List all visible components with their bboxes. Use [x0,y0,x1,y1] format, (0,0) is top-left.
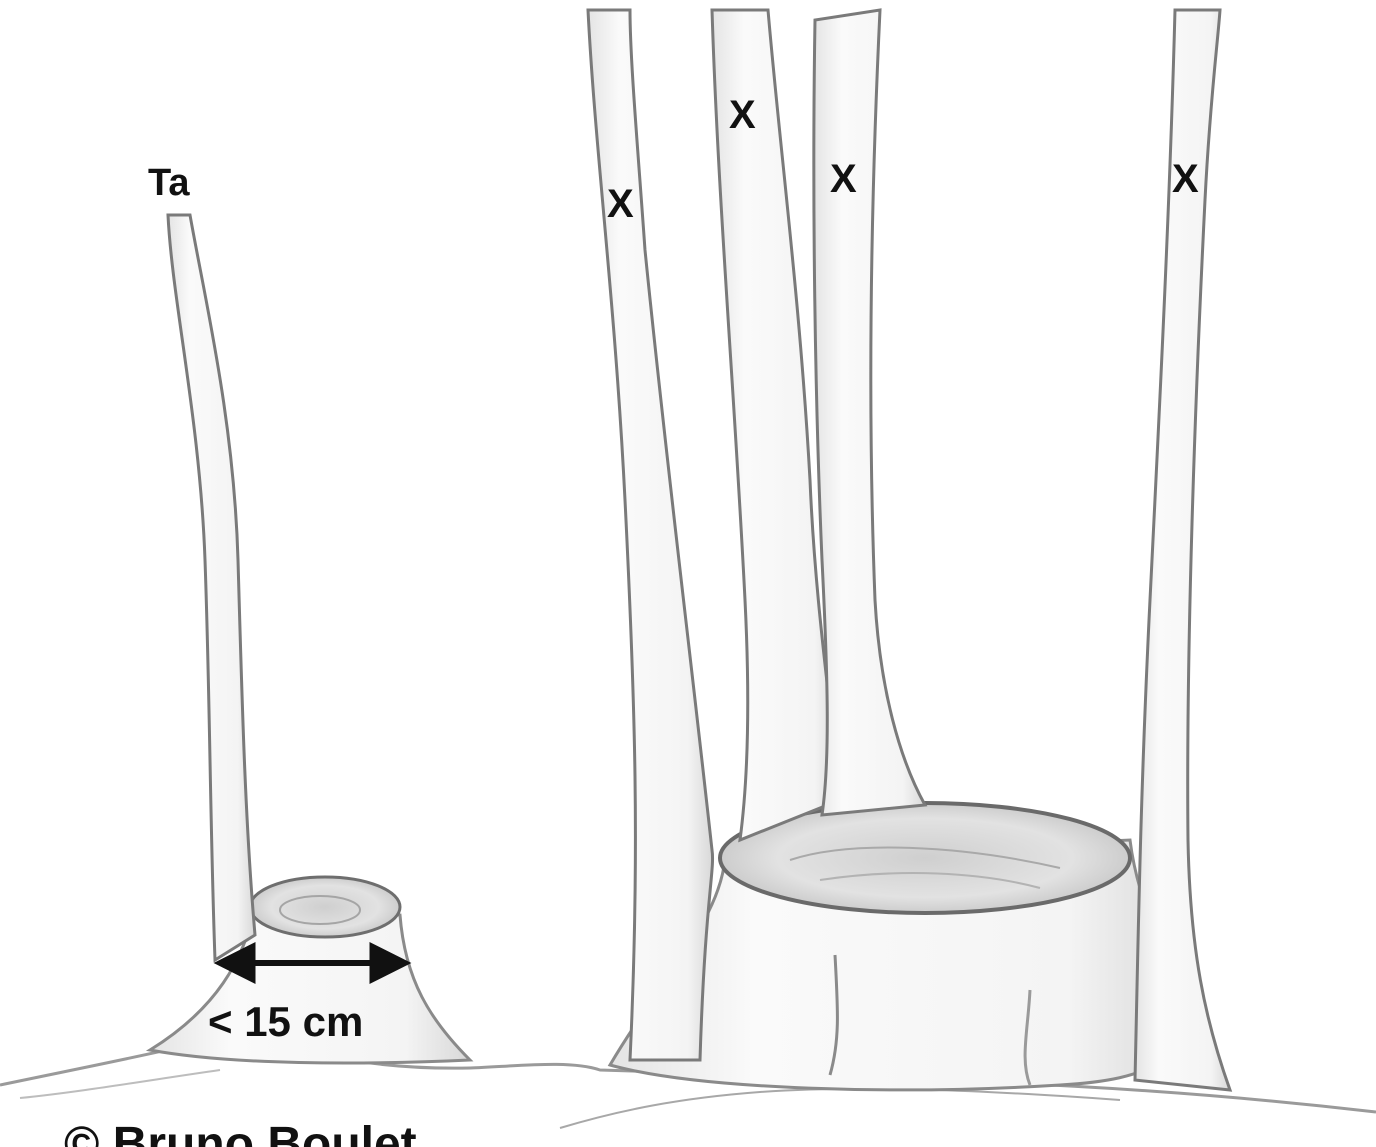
label-x-3: X [830,157,857,201]
label-x-1: X [607,182,634,226]
sprout-stem-1 [588,10,713,1060]
copyright-label: © Bruno Boulet [64,1118,417,1147]
label-x-2: X [729,93,756,137]
sprout-stem-3 [814,10,925,815]
small-stump-cut-face [250,877,400,937]
label-ta: Ta [148,162,190,204]
label-measure: < 15 cm [208,998,363,1045]
label-x-4: X [1172,157,1199,201]
ta-stem [168,215,255,960]
